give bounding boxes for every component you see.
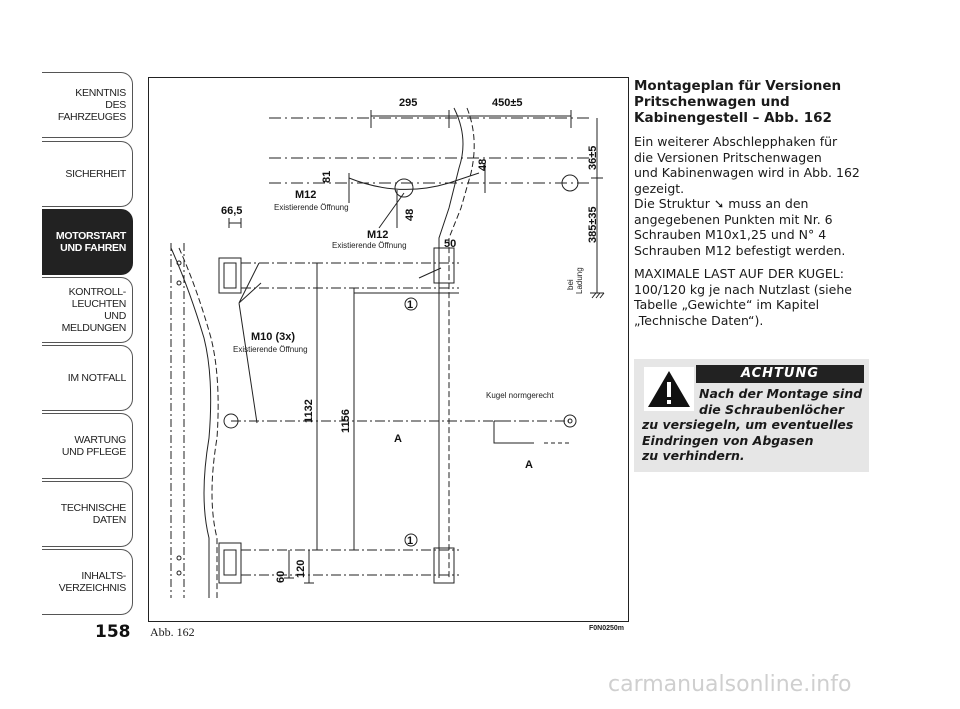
label-m12-top-sub: Existierende Öffnung [274, 203, 349, 212]
body-paragraph-2: MAXIMALE LAST AUF DER KUGEL: 100/120 kg … [634, 266, 852, 328]
tab-label: TECHNISCHE DATEN [60, 502, 127, 526]
dim-48-b: 48 [404, 209, 416, 221]
label-m12-mid: M12 [367, 229, 388, 241]
label-1-b: 1 [407, 535, 413, 547]
warning-box: ACHTUNG Nach der Montage sind die Schrau… [634, 359, 869, 472]
dim-60: 60 [275, 571, 287, 583]
tab-label: KONTROLL- LEUCHTEN UND MELDUNGEN [61, 286, 127, 334]
figure-caption: Abb. 162 [150, 625, 195, 639]
dim-1132: 1132 [303, 399, 315, 423]
tab-label: SICHERHEIT [65, 168, 126, 180]
label-bei: bei [566, 279, 575, 290]
watermark: carmanualsonline.info [608, 672, 852, 697]
tab-im-notfall[interactable]: IM NOTFALL [42, 345, 133, 411]
warning-banner: ACHTUNG [696, 365, 864, 383]
label-m10-sub: Existierende Öffnung [233, 345, 308, 354]
warning-text: Nach der Montage sind die Schraubenlöche… [642, 386, 867, 464]
warning-text-rest: zu versiegeln, um eventuelles Eindringen… [642, 417, 854, 463]
figure-tow-hook-diagram: 295 450±5 36±5 385±35 81 48 48 50 66,5 1… [148, 77, 629, 622]
tab-wartung-und-pflege[interactable]: WARTUNG UND PFLEGE [42, 413, 133, 479]
dim-81: 81 [321, 171, 333, 183]
dim-385: 385±35 [587, 206, 599, 243]
label-ladung: Ladung [575, 267, 584, 294]
technical-drawing: 295 450±5 36±5 385±35 81 48 48 50 66,5 1… [170, 97, 605, 598]
section-heading: Montageplan für Versionen Pritschenwagen… [634, 78, 842, 126]
dim-66-5: 66,5 [221, 205, 242, 217]
body-paragraph-1: Ein weiterer Abschlepphaken für die Vers… [634, 134, 860, 258]
dim-120: 120 [295, 560, 307, 578]
label-a-2: A [525, 459, 533, 471]
tab-label: KENNTNIS DES FAHRZEUGES [57, 87, 126, 123]
dim-36: 36±5 [587, 146, 599, 170]
dim-48-a: 48 [477, 159, 489, 171]
figure-code: F0N0250m [589, 625, 625, 632]
tab-technische-daten[interactable]: TECHNISCHE DATEN [42, 481, 133, 547]
label-kugel: Kugel normgerecht [486, 391, 554, 400]
warning-text-first: Nach der Montage sind die Schraubenlöche… [699, 386, 863, 417]
tab-label: MOTORSTART UND FAHREN [55, 230, 126, 254]
dim-295: 295 [399, 97, 417, 109]
tab-sicherheit[interactable]: SICHERHEIT [42, 141, 133, 207]
label-a-1: A [394, 433, 402, 445]
warning-triangle-icon [644, 367, 694, 411]
tab-motorstart-und-fahren[interactable]: MOTORSTART UND FAHREN [42, 209, 133, 275]
label-1-a: 1 [407, 299, 413, 311]
tab-label: IM NOTFALL [67, 372, 127, 384]
tab-kenntnis-des-fahrzeuges[interactable]: KENNTNIS DES FAHRZEUGES [42, 72, 133, 138]
dim-1156: 1156 [340, 409, 352, 433]
tab-kontrollleuchten[interactable]: KONTROLL- LEUCHTEN UND MELDUNGEN [42, 277, 133, 343]
page-number: 158 [95, 622, 131, 642]
dim-50: 50 [444, 238, 456, 250]
tab-label: INHALTS- VERZEICHNIS [58, 570, 127, 594]
tab-label: WARTUNG UND PFLEGE [61, 434, 126, 458]
label-m10: M10 (3x) [251, 331, 295, 343]
label-m12-top: M12 [295, 189, 316, 201]
label-m12-mid-sub: Existierende Öffnung [332, 241, 407, 250]
tab-inhaltsverzeichnis[interactable]: INHALTS- VERZEICHNIS [42, 549, 133, 615]
dim-450: 450±5 [492, 97, 523, 109]
